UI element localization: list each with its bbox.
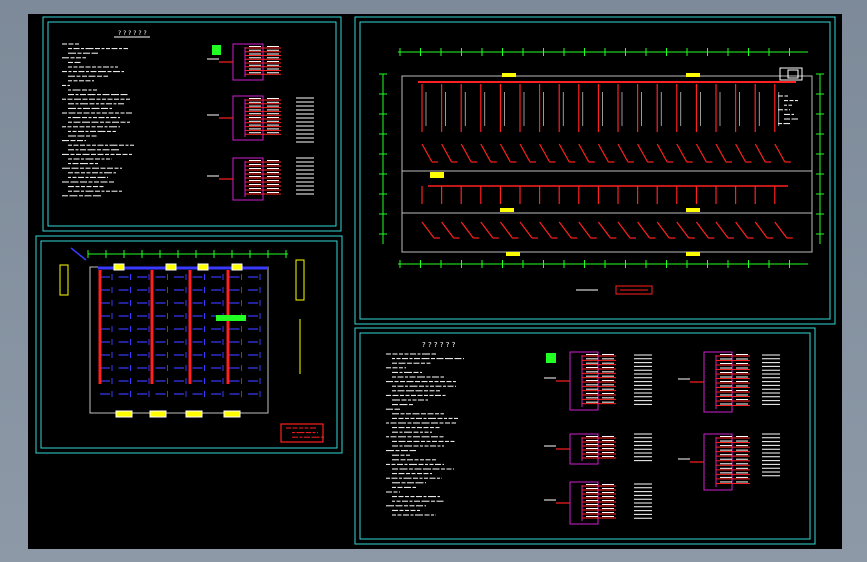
- distribution-panel: [207, 95, 281, 141]
- circuit-drops: [421, 84, 793, 239]
- distribution-panel: [678, 433, 750, 491]
- distribution-panel: [544, 351, 616, 411]
- sheet-notes-bottom-right: ? ? ? ? ? ?: [354, 327, 816, 545]
- distribution-panel: [544, 481, 616, 525]
- sheet-notes-top-left: ? ? ? ? ? ?: [42, 16, 342, 232]
- cad-drawing: ? ? ? ? ? ? ? ? ? ? ? ?: [35, 16, 836, 545]
- distribution-panel: [207, 157, 281, 201]
- distribution-panel: [544, 433, 616, 465]
- sheet-lighting-plan: [35, 235, 343, 454]
- notes-b-heading: ? ? ? ? ? ?: [422, 341, 456, 349]
- sheet-facility-plan: [354, 16, 836, 325]
- distribution-panel: [678, 351, 750, 413]
- cad-viewport[interactable]: ? ? ? ? ? ? ? ? ? ? ? ?: [28, 14, 842, 549]
- distribution-panel: [207, 43, 281, 81]
- fixture-grid: [100, 274, 261, 397]
- notes-a-heading: ? ? ? ? ? ?: [118, 30, 147, 37]
